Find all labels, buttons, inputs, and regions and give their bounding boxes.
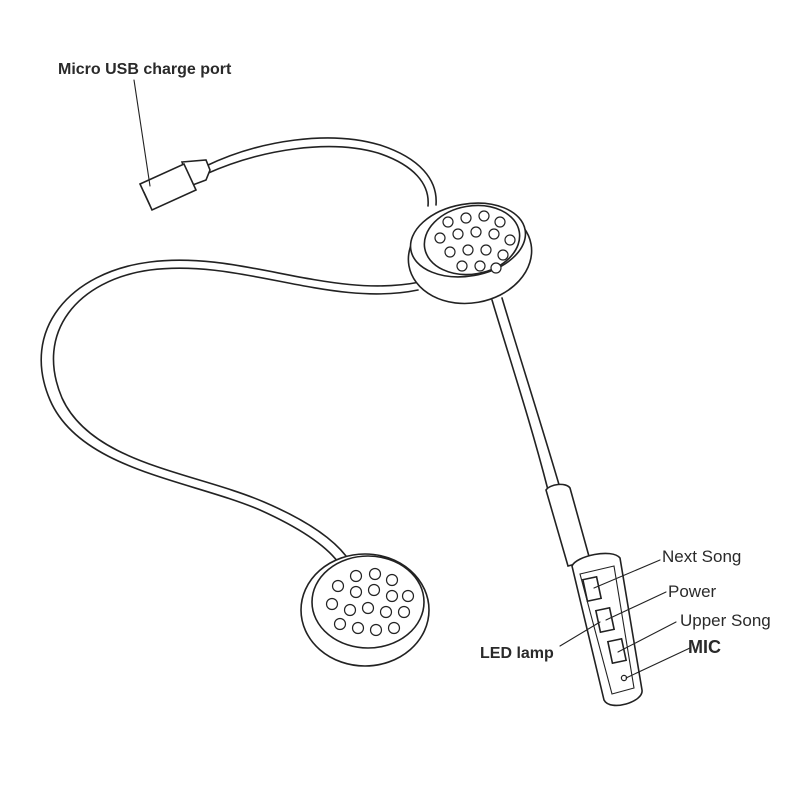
speaker-grille-holes <box>325 567 415 637</box>
usb-cable <box>205 137 437 207</box>
upper-song-leader <box>617 621 677 653</box>
usb-leader <box>133 79 151 187</box>
leader-lines <box>133 79 691 679</box>
next-song-button <box>581 575 603 603</box>
led-lamp-label: LED lamp <box>480 645 554 662</box>
power-leader <box>605 591 667 621</box>
upper-song-label: Upper Song <box>680 611 771 630</box>
remote-control <box>545 483 643 707</box>
left-speaker <box>300 553 430 667</box>
next-song-label: Next Song <box>662 547 741 566</box>
right-speaker <box>407 202 533 305</box>
mic-leader <box>625 647 691 679</box>
power-button <box>594 606 616 634</box>
usb-port-label: Micro USB charge port <box>58 61 232 78</box>
led-leader <box>559 621 601 647</box>
next-song-leader <box>593 559 661 589</box>
connecting-cable <box>40 259 421 563</box>
mic-label: MIC <box>688 637 721 657</box>
mic-boom <box>491 297 561 491</box>
power-label: Power <box>668 582 717 601</box>
micro-usb-connector <box>138 159 211 212</box>
speaker-grille-holes <box>434 210 516 274</box>
